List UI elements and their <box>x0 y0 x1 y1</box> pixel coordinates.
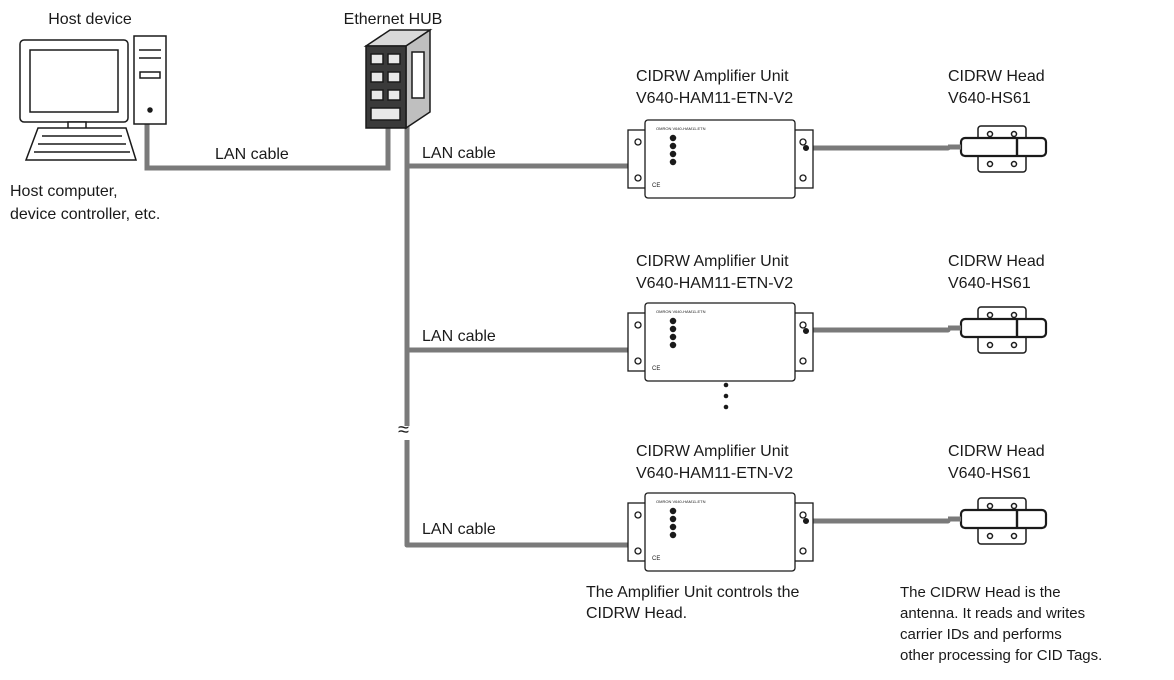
mount-hole <box>634 138 642 146</box>
host-device-title: Host device <box>48 11 132 28</box>
head-hole <box>1010 311 1018 319</box>
amp-3-title-line1: CIDRW Amplifier Unit <box>636 443 789 460</box>
host-caption-line2: device controller, etc. <box>10 206 161 223</box>
amp-1-title-line1: CIDRW Amplifier Unit <box>636 68 789 85</box>
status-led <box>669 333 677 341</box>
status-led <box>669 507 677 515</box>
status-led <box>669 317 677 325</box>
head-antenna-body <box>959 508 1048 530</box>
head-hole <box>1010 160 1018 168</box>
amplifier-body <box>644 492 796 572</box>
trunk-break-symbol: ≈ <box>398 419 409 441</box>
ethernet-hub-icon <box>363 28 433 130</box>
amp-2-title-line1: CIDRW Amplifier Unit <box>636 253 789 270</box>
mount-hole <box>634 547 642 555</box>
head-hole <box>986 532 994 540</box>
head-2-title-line2: V640-HS61 <box>948 275 1031 292</box>
head-hole <box>986 311 994 319</box>
mount-hole <box>799 174 807 182</box>
cidrw-heads <box>948 125 1048 545</box>
mount-hole <box>634 174 642 182</box>
head-note: The CIDRW Head is the antenna. It reads … <box>900 584 1103 664</box>
head-connector <box>802 144 810 152</box>
status-led <box>669 523 677 531</box>
host-caption-line1: Host computer, <box>10 183 118 200</box>
amplifier-unit-2: OMRON V640-HAM11-ETN CE <box>627 302 814 382</box>
status-led <box>669 142 677 150</box>
head-hole <box>986 502 994 510</box>
amplifier-body <box>644 119 796 199</box>
mount-hole <box>799 321 807 329</box>
head-connector <box>802 517 810 525</box>
head-hole <box>1010 341 1018 349</box>
head-hole <box>1010 532 1018 540</box>
head-antenna-body <box>959 317 1048 339</box>
mount-hole <box>799 547 807 555</box>
status-led <box>669 134 677 142</box>
amplifier-unit-3: OMRON V640-HAM11-ETN CE <box>627 492 814 572</box>
head-hole <box>1010 130 1018 138</box>
head-1-title-line2: V640-HS61 <box>948 90 1031 107</box>
head-antenna-body <box>959 136 1048 158</box>
cable-label-2: LAN cable <box>422 328 496 345</box>
status-led <box>669 531 677 539</box>
cable-label-1: LAN cable <box>422 145 496 162</box>
head-3-title-line2: V640-HS61 <box>948 465 1031 482</box>
status-led <box>669 158 677 166</box>
host-computer-icon <box>19 35 167 161</box>
head-hole <box>986 130 994 138</box>
amp-3-title-line2: V640-HAM11-ETN-V2 <box>636 465 794 482</box>
amplifier-body <box>644 302 796 382</box>
head-3-title-line1: CIDRW Head <box>948 443 1045 460</box>
head-2-title-line1: CIDRW Head <box>948 253 1045 270</box>
amplifier-note: The Amplifier Unit controls the CIDRW He… <box>586 584 800 622</box>
host-lan-cable <box>144 119 391 171</box>
status-led <box>669 325 677 333</box>
ce-mark: CE <box>652 556 660 562</box>
more-units-ellipsis <box>723 382 729 410</box>
head-hole <box>1010 502 1018 510</box>
status-led <box>669 150 677 158</box>
mount-hole <box>634 321 642 329</box>
mount-hole <box>634 511 642 519</box>
head-hole <box>986 341 994 349</box>
head-hole <box>986 160 994 168</box>
trunk-break-gap <box>398 426 416 440</box>
amplifier-brand-mark: OMRON V640-HAM11-ETN <box>656 499 706 504</box>
lan-cables <box>144 119 951 548</box>
mount-hole <box>799 138 807 146</box>
amplifier-brand-mark: OMRON V640-HAM11-ETN <box>656 126 706 131</box>
mount-hole <box>799 357 807 365</box>
head-connector <box>802 327 810 335</box>
head-1-title-line1: CIDRW Head <box>948 68 1045 85</box>
ce-mark: CE <box>652 366 660 372</box>
amplifier-unit-1: OMRON V640-HAM11-ETN CE <box>627 119 814 199</box>
mount-hole <box>799 511 807 519</box>
hub-title: Ethernet HUB <box>343 11 443 28</box>
cidrw-head-3 <box>948 497 1048 545</box>
ce-mark: CE <box>652 183 660 189</box>
status-led <box>669 341 677 349</box>
amp-2-title-line2: V640-HAM11-ETN-V2 <box>636 275 794 292</box>
amplifier-brand-mark: OMRON V640-HAM11-ETN <box>656 309 706 314</box>
cidrw-head-2 <box>948 306 1048 354</box>
mount-hole <box>634 357 642 365</box>
cable-label-host: LAN cable <box>215 146 289 163</box>
status-led <box>669 515 677 523</box>
cidrw-head-1 <box>948 125 1048 173</box>
cable-label-3: LAN cable <box>422 521 496 538</box>
amp-1-title-line2: V640-HAM11-ETN-V2 <box>636 90 794 107</box>
